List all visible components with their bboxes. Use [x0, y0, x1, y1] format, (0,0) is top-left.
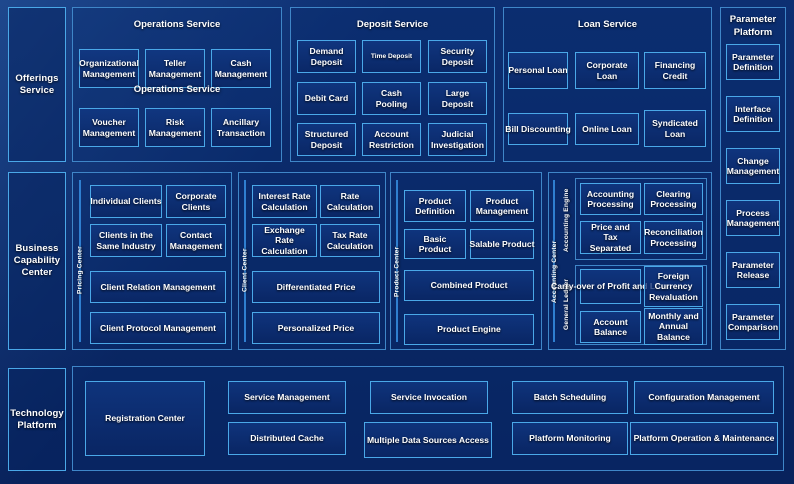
tile-cash-pooling[interactable]: Cash Pooling — [362, 82, 421, 115]
tile-reconciliation-processing[interactable]: Reconciliation Processing — [644, 221, 703, 254]
tile-exchange-rate-calculation[interactable]: Exchange Rate Calculation — [252, 224, 317, 257]
tile-account-restriction[interactable]: Account Restriction — [362, 123, 421, 156]
tile-salable-product[interactable]: Salable Product — [470, 229, 534, 259]
sidebar-item-parameter-release[interactable]: Parameter Release — [726, 252, 780, 288]
tile-organizational-management[interactable]: Organizational Management — [79, 49, 139, 88]
tile-debit-card[interactable]: Debit Card — [297, 82, 356, 115]
sidebar-item-change-management[interactable]: Change Management — [726, 148, 780, 184]
sidebar-item-parameter-definition[interactable]: Parameter Definition — [726, 44, 780, 80]
divider-product-center — [396, 180, 398, 342]
tile-platform-monitoring[interactable]: Platform Monitoring — [512, 422, 628, 455]
divider-accounting-center — [553, 180, 555, 342]
tile-carry-over-of-profit-and-loss[interactable]: Carry-over of Profit and Loss — [551, 269, 670, 304]
tile-batch-scheduling[interactable]: Batch Scheduling — [512, 381, 628, 414]
group-title-deposit-service: Deposit Service — [356, 19, 429, 30]
tile-risk-management[interactable]: Risk Management — [145, 108, 205, 147]
sidebar-title-parameter-platform: Parameter Platform — [729, 14, 777, 38]
group-vlabel-pricing-center: Pricing Center — [76, 246, 84, 294]
row-label-business-capability-center[interactable]: Business Capability Center — [8, 172, 66, 350]
tile-differentiated-price[interactable]: Differentiated Price — [252, 271, 380, 303]
group-vlabel-general-ledger: General Ledger — [563, 278, 570, 330]
tile-tax-rate-calculation[interactable]: Tax Rate Calculation — [320, 224, 380, 257]
tile-teller-management[interactable]: Teller Management — [145, 49, 205, 88]
divider-pricing-center — [79, 180, 81, 342]
tile-security-deposit[interactable]: Security Deposit — [428, 40, 487, 73]
tile-demand-deposit[interactable]: Demand Deposit — [297, 40, 356, 73]
tile-foreign-currency-revaluation[interactable]: Foreign Currency Revaluation — [644, 266, 703, 307]
tile-service-management[interactable]: Service Management — [228, 381, 346, 414]
tile-voucher-management[interactable]: Voucher Management — [79, 108, 139, 147]
tile-contact-management[interactable]: Contact Management — [166, 224, 226, 257]
tile-monthly-and-annual-balance[interactable]: Monthly and Annual Balance — [644, 308, 703, 345]
tile-product-definition[interactable]: Product Definition — [404, 190, 466, 222]
tile-interest-rate-calculation[interactable]: Interest Rate Calculation — [252, 185, 317, 218]
tile-combined-product[interactable]: Combined Product — [404, 270, 534, 301]
tile-judicial-investigation[interactable]: Judicial Investigation — [428, 123, 487, 156]
tile-large-deposit[interactable]: Large Deposit — [428, 82, 487, 115]
sidebar-item-parameter-comparison[interactable]: Parameter Comparison — [726, 304, 780, 340]
tile-accounting-processing[interactable]: Accounting Processing — [580, 183, 641, 215]
tile-personal-loan[interactable]: Personal Loan — [508, 52, 568, 89]
tile-registration-center[interactable]: Registration Center — [85, 381, 205, 456]
group-vlabel-product-center: Product Center — [393, 246, 401, 298]
group-title-operations-service: Operations Service — [133, 19, 221, 30]
tile-online-loan[interactable]: Online Loan — [575, 113, 639, 145]
group-vlabel-accounting-center: Accounting Center — [551, 240, 558, 304]
tile-time-deposit[interactable]: Time Deposit — [362, 40, 421, 73]
tile-clients-in-same-industry[interactable]: Clients in the Same Industry — [90, 224, 162, 257]
tile-corporate-loan[interactable]: Corporate Loan — [575, 52, 639, 89]
tile-account-balance[interactable]: Account Balance — [580, 311, 641, 343]
tile-platform-operation-maintenance[interactable]: Platform Operation & Maintenance — [630, 422, 778, 455]
tile-multiple-data-sources-access[interactable]: Multiple Data Sources Access — [364, 422, 492, 458]
row-label-technology-platform[interactable]: Technology Platform — [8, 368, 66, 471]
tile-ancillary-transaction[interactable]: Ancillary Transaction — [211, 108, 271, 147]
tile-price-and-tax-separated[interactable]: Price and Tax Separated — [580, 221, 641, 254]
tile-client-protocol-management[interactable]: Client Protocol Management — [90, 312, 226, 344]
tile-structured-deposit[interactable]: Structured Deposit — [297, 123, 356, 156]
tile-product-management[interactable]: Product Management — [470, 190, 534, 222]
tile-rate-calculation[interactable]: Rate Calculation — [320, 185, 380, 218]
row-label-offerings-service[interactable]: Offerings Service — [8, 7, 66, 162]
tile-basic-product[interactable]: Basic Product — [404, 229, 466, 259]
tile-personalized-price[interactable]: Personalized Price — [252, 312, 380, 344]
tile-individual-clients[interactable]: Individual Clients — [90, 185, 162, 218]
tile-service-invocation[interactable]: Service Invocation — [370, 381, 488, 414]
sidebar-item-process-management[interactable]: Process Management — [726, 200, 780, 236]
tile-cash-management[interactable]: Cash Management — [211, 49, 271, 88]
group-vlabel-accounting-engine: Accounting Engine — [563, 188, 570, 252]
tile-configuration-management[interactable]: Configuration Management — [634, 381, 774, 414]
divider-client-center — [244, 180, 246, 342]
sidebar-item-interface-definition[interactable]: Interface Definition — [726, 96, 780, 132]
tile-distributed-cache[interactable]: Distributed Cache — [228, 422, 346, 455]
tile-clearing-processing[interactable]: Clearing Processing — [644, 183, 703, 215]
group-vlabel-client-center: Client Center — [241, 248, 249, 292]
tile-syndicated-loan[interactable]: Syndicated Loan — [644, 110, 706, 147]
tile-bill-discounting[interactable]: Bill Discounting — [505, 113, 571, 145]
tile-product-engine[interactable]: Product Engine — [404, 314, 534, 345]
tile-client-relation-management[interactable]: Client Relation Management — [90, 271, 226, 303]
group-title-loan-service: Loan Service — [577, 19, 638, 30]
tile-corporate-clients[interactable]: Corporate Clients — [166, 185, 226, 218]
tile-financing-credit[interactable]: Financing Credit — [644, 52, 706, 89]
